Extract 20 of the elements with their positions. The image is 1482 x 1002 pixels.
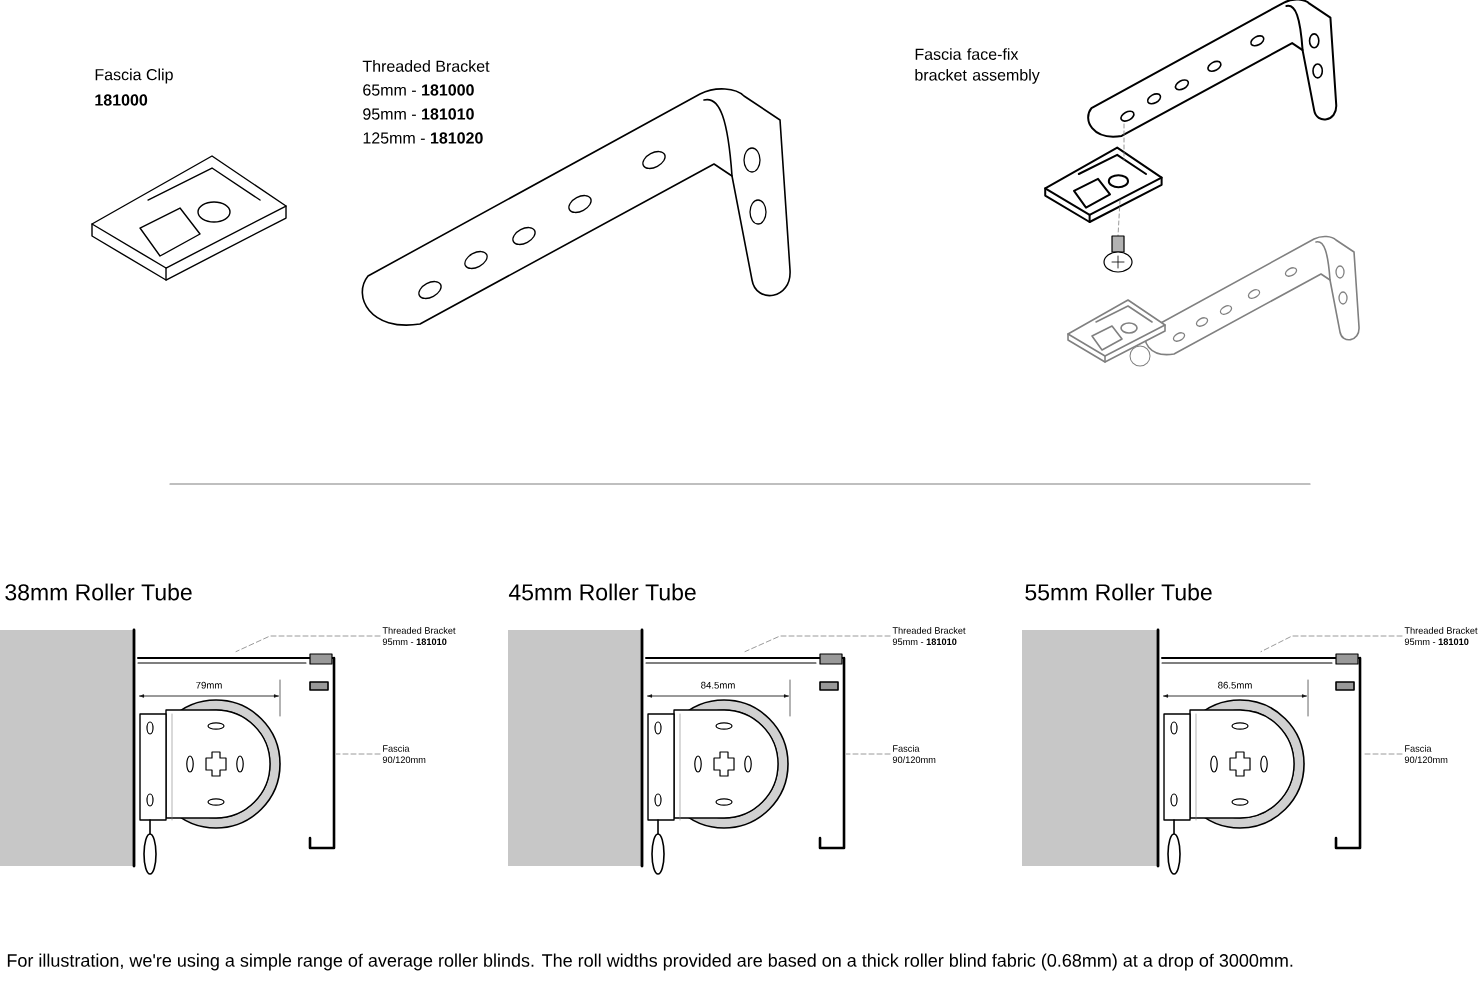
threaded-bracket-drawing	[137, 653, 335, 665]
leader-line	[336, 753, 381, 755]
fascia-drawing	[308, 656, 336, 850]
title-text: Fascia face-fix bracket assembly	[915, 48, 1040, 84]
fascia-drawing	[1334, 656, 1362, 850]
leader-line	[1362, 753, 1403, 755]
threaded-bracket-drawing	[645, 653, 845, 665]
fascia-drawing	[818, 656, 846, 850]
leader-line	[235, 635, 381, 652]
title-text: Fascia Clip	[95, 68, 173, 84]
title-text: Threaded Bracket	[362, 60, 490, 72]
leader-line	[846, 753, 891, 755]
leader-line	[744, 635, 891, 652]
size-list-item: 95mm - 181010	[363, 108, 474, 120]
threaded-bracket-drawing	[1161, 653, 1361, 665]
size-list-item: 65mm - 181000	[363, 84, 474, 96]
size-list-item: 125mm - 181020	[363, 132, 483, 144]
leader-line	[1260, 635, 1403, 652]
part-number: 181000	[95, 94, 148, 106]
footnote-text: For illustration, we're using a simple range of average roller blinds. The roll widths provided are based on a thick roller blind fabric (0.68mm) at a drop of 3000mm.	[7, 953, 1293, 971]
